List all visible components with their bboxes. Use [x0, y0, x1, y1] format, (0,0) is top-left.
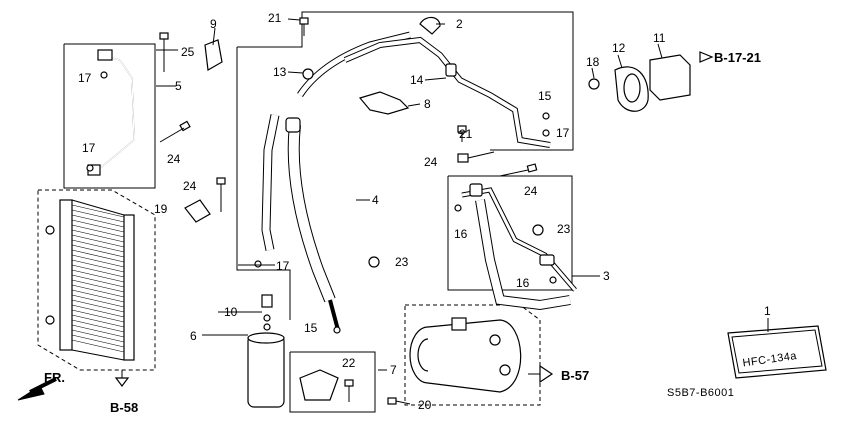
callout-19: 19 [154, 202, 168, 216]
condenser-fin [71, 339, 125, 353]
reference-arrows [17, 51, 714, 401]
compressor [409, 317, 522, 393]
condenser-fin [71, 224, 125, 238]
condenser-fin [71, 259, 125, 273]
condenser-fin [71, 229, 125, 243]
condenser [45, 199, 135, 361]
nut-18 [588, 78, 600, 90]
callout-7: 7 [390, 363, 397, 377]
condenser-fin [71, 309, 125, 323]
label-plate-1 [727, 325, 827, 379]
condenser-fin [71, 219, 125, 233]
callout-20: 20 [418, 398, 432, 412]
callout-13: 13 [273, 65, 287, 79]
callout-11: 11 [653, 31, 666, 45]
suction-hose-4 [261, 31, 411, 331]
callout-16-right: 16 [516, 276, 530, 290]
hose-3 [461, 183, 577, 311]
condenser-fin [71, 314, 125, 328]
callout-22: 22 [342, 356, 356, 370]
grommet-12 [614, 66, 649, 112]
condenser-fin [71, 204, 125, 218]
callout-17-right: 17 [556, 126, 570, 140]
condenser-fin [71, 279, 125, 293]
callout-24-left: 24 [167, 152, 181, 166]
drawing-code: S5B7-B6001 [667, 387, 734, 399]
discharge-pipe-5 [87, 49, 135, 176]
bolt-25 [159, 32, 169, 72]
leader-lines [156, 18, 769, 371]
callout-5: 5 [175, 79, 182, 93]
callout-2: 2 [456, 17, 463, 31]
condenser-fin [71, 294, 125, 308]
callout-labels: 1 2 3 4 5 6 7 8 9 10 11 12 13 14 15 15 1… [78, 11, 771, 412]
condenser-fin [71, 284, 125, 298]
callout-15-top: 15 [538, 89, 552, 103]
callout-17-top: 17 [78, 71, 92, 85]
callout-8: 8 [424, 97, 431, 111]
callout-16-left: 16 [454, 227, 468, 241]
bolt-24-left [159, 120, 191, 143]
callout-1: 1 [764, 304, 771, 318]
ref-b-57: B-57 [561, 368, 589, 383]
callout-15-bottom: 15 [304, 321, 318, 335]
condenser-fin [71, 209, 125, 223]
condenser-fin [71, 329, 125, 343]
bolt-24-mid [216, 177, 226, 212]
fasteners [86, 17, 557, 334]
callout-17-mid: 17 [82, 141, 96, 155]
upper-pipe [343, 16, 551, 148]
condenser-fin [71, 304, 125, 318]
callout-18: 18 [586, 55, 600, 69]
front-label: FR. [44, 370, 65, 385]
condenser-fin [71, 264, 125, 278]
callout-6: 6 [190, 329, 197, 343]
callout-24-mid: 24 [424, 155, 438, 169]
condenser-fin [71, 214, 125, 228]
condenser-fin [71, 334, 125, 348]
callout-4: 4 [372, 193, 379, 207]
condenser-fin [71, 234, 125, 248]
callout-21-top: 21 [268, 11, 282, 25]
callout-10: 10 [224, 305, 238, 319]
callout-24-upper: 24 [183, 179, 197, 193]
ref-b-58: B-58 [110, 400, 138, 415]
condenser-fin [71, 254, 125, 268]
clamp-8 [358, 91, 410, 115]
condenser-fin [71, 244, 125, 258]
callout-24-right: 24 [524, 184, 538, 198]
condenser-fin [71, 239, 125, 253]
receiver-drier-6 [247, 294, 285, 408]
callout-23-mid: 23 [395, 255, 409, 269]
callout-17-low: 17 [276, 259, 290, 273]
callout-23-right: 23 [557, 222, 571, 236]
seal-11 [649, 54, 691, 101]
bolt-24-right [457, 151, 538, 177]
bracket-19 [184, 199, 211, 223]
condenser-fin [71, 249, 125, 263]
ref-b-17-21: B-17-21 [714, 50, 761, 65]
condenser-fin [71, 299, 125, 313]
condenser-fin [71, 269, 125, 283]
condenser-fin [71, 289, 125, 303]
group-box-outlines [37, 11, 574, 413]
condenser-fin [71, 274, 125, 288]
condenser-fin [71, 324, 125, 338]
callout-9: 9 [210, 17, 217, 31]
condenser-fin [71, 319, 125, 333]
callout-12: 12 [612, 41, 626, 55]
bracket-7 [299, 369, 411, 405]
callout-21-mid: 21 [459, 127, 473, 141]
callout-25: 25 [181, 45, 195, 59]
callout-3: 3 [603, 269, 610, 283]
callout-14: 14 [410, 73, 424, 87]
